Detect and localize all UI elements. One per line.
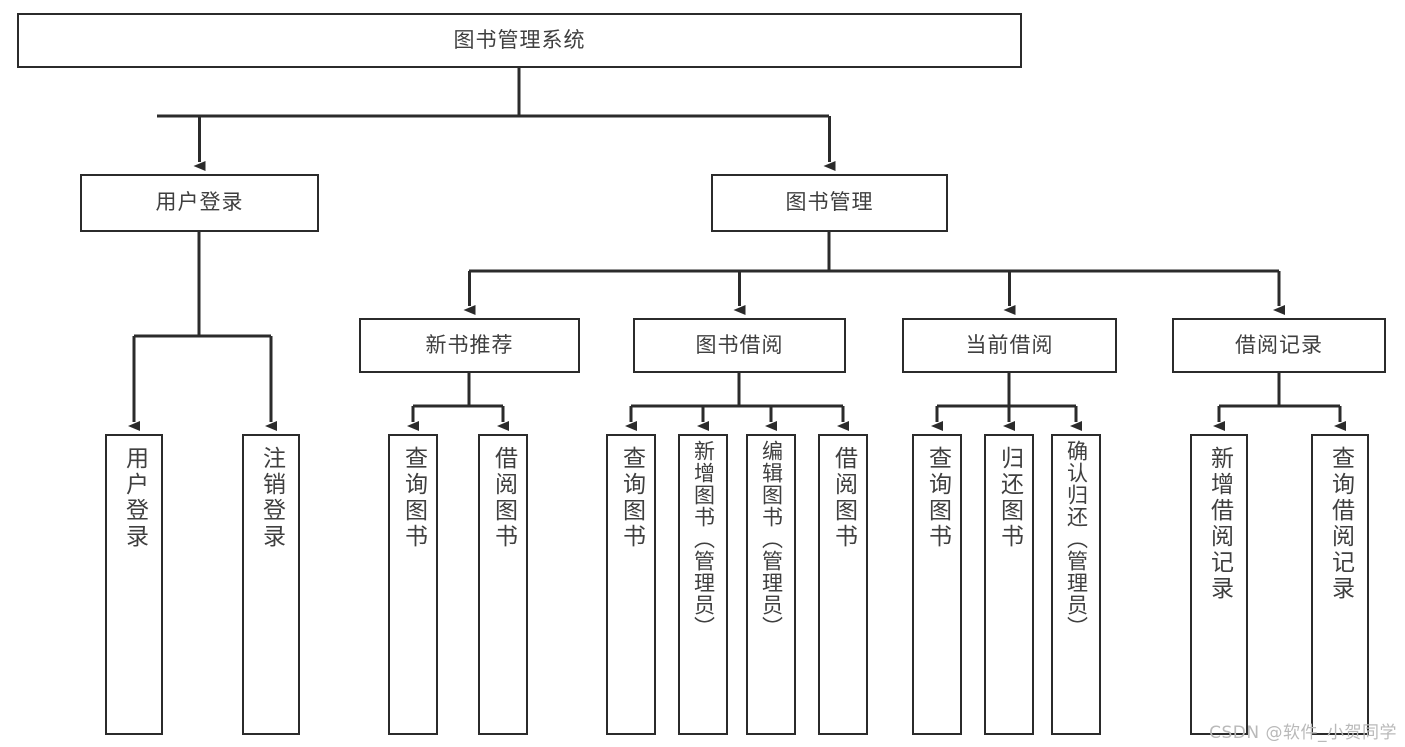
node-root[interactable]: 图书管理系统 <box>17 13 1022 68</box>
leaf-edit-book[interactable]: 编辑图书（管理员） <box>746 434 796 735</box>
node-new-book-rec[interactable]: 新书推荐 <box>359 318 580 373</box>
node-borrow-record-label: 借阅记录 <box>1235 332 1323 357</box>
leaf-add-record-label: 新增借阅记录 <box>1206 446 1233 602</box>
leaf-query-book-2-label: 查询图书 <box>618 446 645 550</box>
leaf-confirm-return[interactable]: 确认归还（管理员） <box>1051 434 1101 735</box>
node-root-label: 图书管理系统 <box>453 27 586 52</box>
leaf-query-book-3[interactable]: 查询图书 <box>912 434 962 735</box>
leaf-user-login-label: 用户登录 <box>121 446 148 550</box>
leaf-add-book[interactable]: 新增图书（管理员） <box>678 434 728 735</box>
leaf-add-book-label: 新增图书（管理员） <box>691 440 716 638</box>
leaf-query-record[interactable]: 查询借阅记录 <box>1311 434 1369 735</box>
leaf-logout[interactable]: 注销登录 <box>242 434 300 735</box>
node-new-book-rec-label: 新书推荐 <box>425 332 514 357</box>
node-current-borrow[interactable]: 当前借阅 <box>902 318 1117 373</box>
node-current-borrow-label: 当前借阅 <box>965 332 1054 357</box>
leaf-query-book-2[interactable]: 查询图书 <box>606 434 656 735</box>
leaf-edit-book-label: 编辑图书（管理员） <box>759 440 784 638</box>
leaf-query-book-1-label: 查询图书 <box>400 446 427 550</box>
node-user-login[interactable]: 用户登录 <box>80 174 319 232</box>
node-book-manage[interactable]: 图书管理 <box>711 174 948 232</box>
leaf-return-book-label: 归还图书 <box>996 446 1023 550</box>
leaf-query-book-3-label: 查询图书 <box>924 446 951 550</box>
leaf-return-book[interactable]: 归还图书 <box>984 434 1034 735</box>
leaf-borrow-book-1-label: 借阅图书 <box>490 446 517 550</box>
leaf-add-record[interactable]: 新增借阅记录 <box>1190 434 1248 735</box>
node-book-borrow-label: 图书借阅 <box>695 332 784 357</box>
leaf-query-record-label: 查询借阅记录 <box>1327 446 1354 602</box>
node-user-login-label: 用户登录 <box>155 190 244 215</box>
leaf-confirm-return-label: 确认归还（管理员） <box>1064 440 1089 638</box>
leaf-user-login[interactable]: 用户登录 <box>105 434 163 735</box>
node-book-borrow[interactable]: 图书借阅 <box>633 318 846 373</box>
leaf-borrow-book-1[interactable]: 借阅图书 <box>478 434 528 735</box>
leaf-borrow-book-2[interactable]: 借阅图书 <box>818 434 868 735</box>
node-borrow-record[interactable]: 借阅记录 <box>1172 318 1386 373</box>
leaf-borrow-book-2-label: 借阅图书 <box>830 446 857 550</box>
node-book-manage-label: 图书管理 <box>785 190 874 215</box>
leaf-logout-label: 注销登录 <box>258 446 285 550</box>
csdn-watermark: CSDN @软件_小贺同学 <box>1209 723 1397 743</box>
leaf-query-book-1[interactable]: 查询图书 <box>388 434 438 735</box>
